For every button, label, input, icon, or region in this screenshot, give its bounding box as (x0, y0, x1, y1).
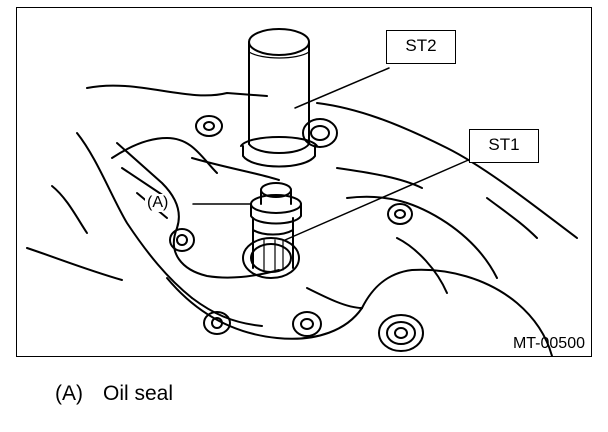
st2-label: ST2 (386, 30, 456, 64)
oil-seal-callout: (A) (145, 194, 171, 212)
legend-key: (A) (55, 382, 83, 405)
legend-text: Oil seal (103, 382, 174, 405)
figure-code: MT-00500 (512, 335, 585, 352)
figure-frame: ST2 ST1 (A) MT-00500 (16, 7, 592, 357)
st1-label: ST1 (469, 129, 539, 163)
transmission-drawing (26, 28, 578, 356)
legend: (A) Oil seal (55, 381, 173, 407)
